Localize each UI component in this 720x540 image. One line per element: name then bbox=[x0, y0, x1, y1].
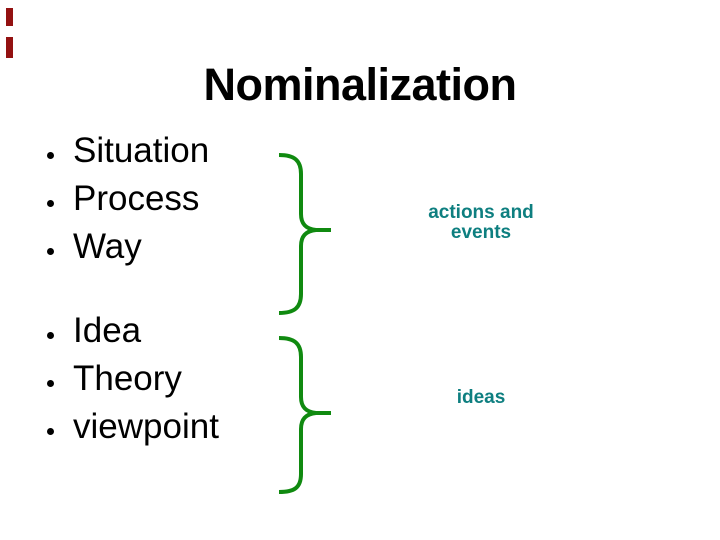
list-item: Theory bbox=[47, 355, 307, 403]
list-item-label: Idea bbox=[73, 311, 142, 350]
list-item: Process bbox=[47, 175, 307, 223]
bullet-dot-icon bbox=[47, 152, 54, 159]
left-edge-artifact bbox=[6, 37, 13, 58]
list-item-label: viewpoint bbox=[73, 407, 219, 446]
list-item-label: Situation bbox=[73, 131, 210, 170]
list-item-label: Way bbox=[73, 227, 142, 266]
bullet-dot-icon bbox=[47, 248, 54, 255]
slide-title: Nominalization bbox=[203, 59, 517, 110]
list-item: Way bbox=[47, 223, 307, 271]
list-item: Situation bbox=[47, 127, 307, 175]
bullet-dot-icon bbox=[47, 380, 54, 387]
bullet-dot-icon bbox=[47, 428, 54, 435]
brace-label-ideas: ideas bbox=[401, 388, 561, 408]
label-line: actions and bbox=[428, 202, 534, 223]
left-edge-artifact bbox=[6, 8, 13, 26]
label-line: ideas bbox=[456, 387, 506, 408]
list-item: viewpoint bbox=[47, 403, 307, 451]
label-line: events bbox=[450, 222, 512, 243]
brace-label-actions-events: actions and events bbox=[401, 203, 561, 243]
list-item: Idea bbox=[47, 307, 307, 355]
list-item-label: Theory bbox=[73, 359, 182, 398]
bullet-dot-icon bbox=[47, 332, 54, 339]
list-item-label: Process bbox=[73, 179, 200, 218]
bullet-dot-icon bbox=[47, 200, 54, 207]
